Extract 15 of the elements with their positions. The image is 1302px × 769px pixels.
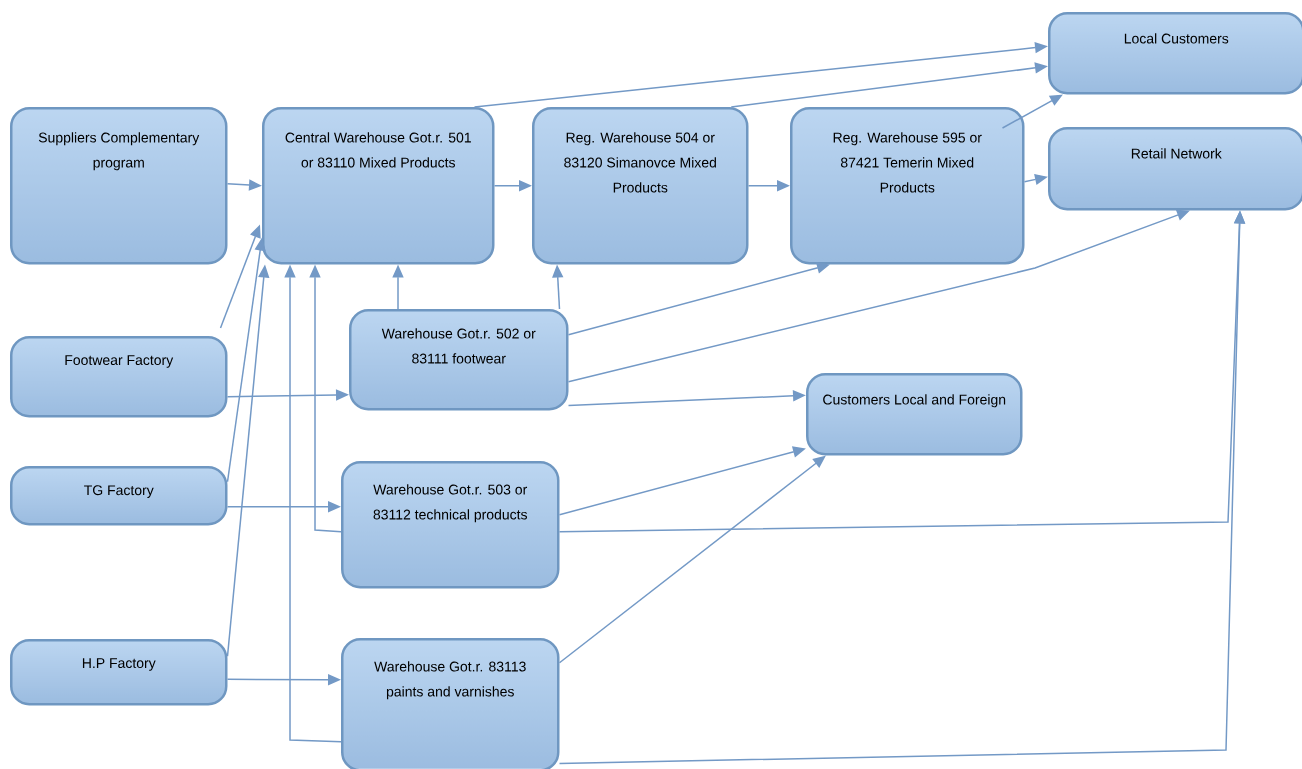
process-box: Local Customers [1048, 12, 1302, 95]
process-box: Central Warehouse Got.r. 501 or 83110 Mixed Products [262, 107, 495, 265]
process-box: Footwear Factory [10, 336, 228, 418]
process-box: Warehouse Got.r. 502 or 83111 footwear [349, 309, 569, 411]
process-box: TG Factory [10, 466, 228, 526]
process-box: Suppliers Complementary program [10, 107, 228, 265]
process-box: Warehouse Got.r. 83113 paints and varnishes [341, 638, 560, 769]
process-box: Reg. Warehouse 595 or 87421 Temerin Mixed Products [790, 107, 1025, 265]
arrow [558, 455, 826, 664]
arrow [1001, 94, 1063, 129]
process-box: Retail Network [1048, 127, 1302, 211]
process-box: H.P Factory [10, 639, 228, 706]
process-box: Reg. Warehouse 504 or 83120 Simanovce Mixed Products [532, 107, 749, 265]
process-box: Customers Local and Foreign [806, 373, 1023, 456]
process-box: Warehouse Got.r. 503 or 83112 technical products [341, 461, 560, 589]
